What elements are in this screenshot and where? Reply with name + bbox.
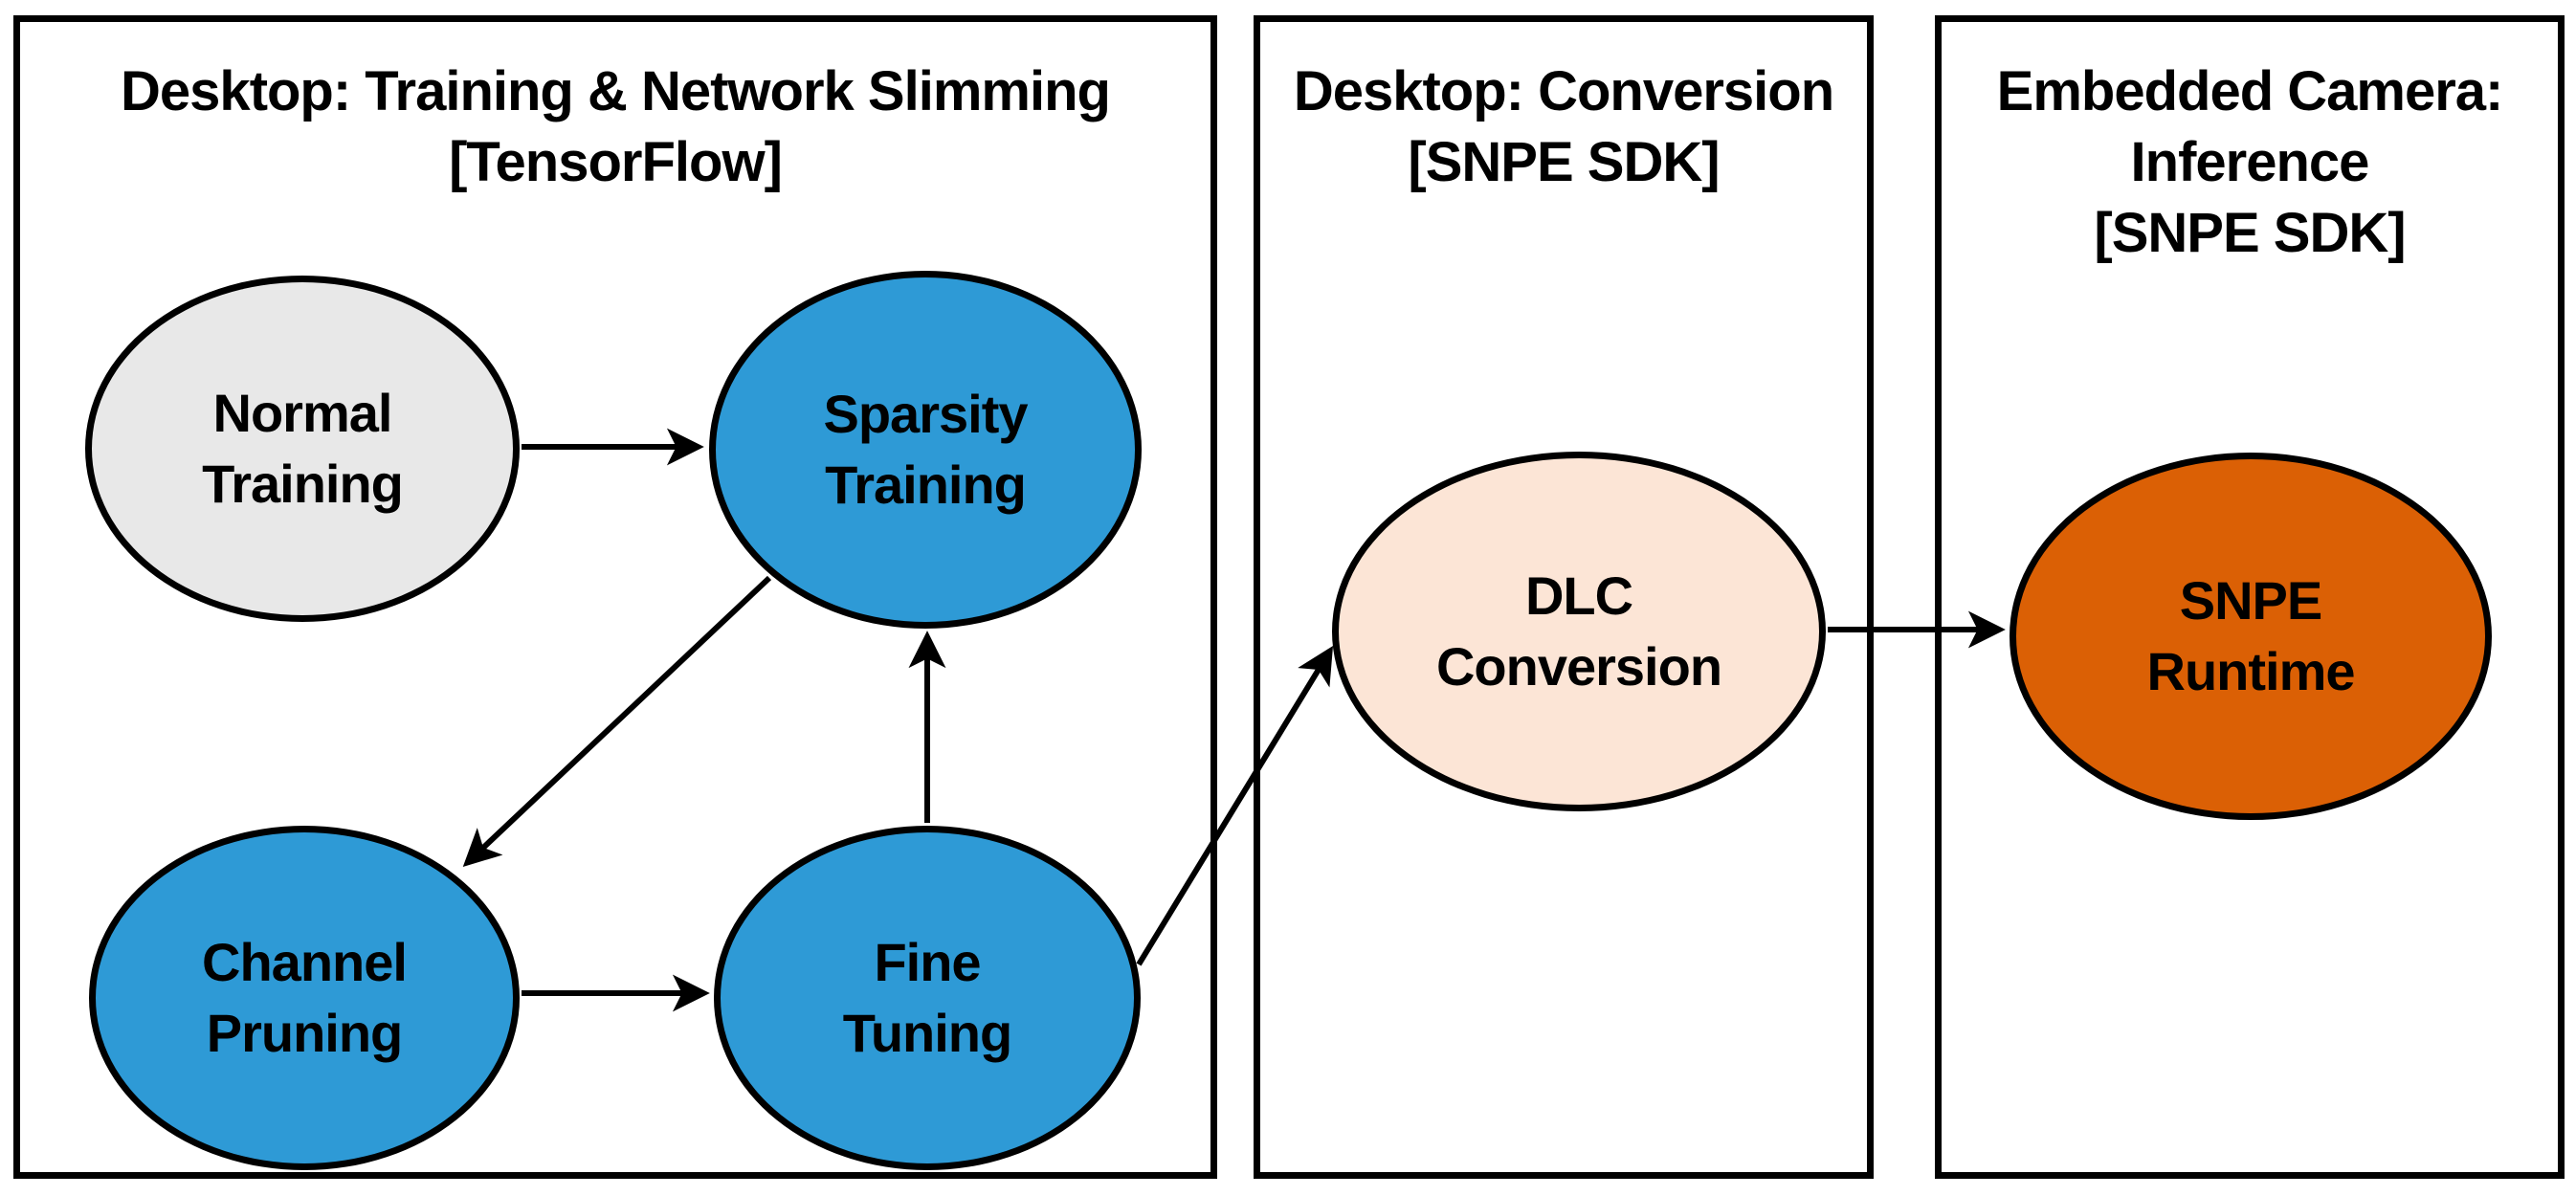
panel-conversion-title: Desktop: Conversion [SNPE SDK] xyxy=(1260,56,1867,198)
node-snpe-runtime: SNPE Runtime xyxy=(2010,453,2492,820)
panel-training-title: Desktop: Training & Network Slimming [Te… xyxy=(20,56,1210,198)
panel-inference-title: Embedded Camera: Inference [SNPE SDK] xyxy=(1942,56,2558,270)
node-snpe-runtime-label-line1: SNPE xyxy=(2179,569,2322,631)
node-channel-pruning: Channel Pruning xyxy=(89,826,520,1170)
node-normal-training: Normal Training xyxy=(85,276,520,622)
node-fine-tuning: Fine Tuning xyxy=(714,826,1141,1170)
panel-training-title-line2: [TensorFlow] xyxy=(449,131,783,194)
panel-conversion-title-line2: [SNPE SDK] xyxy=(1408,131,1720,194)
node-channel-pruning-label-line1: Channel xyxy=(202,931,408,992)
node-normal-training-label-line2: Training xyxy=(202,454,404,514)
panel-inference-title-line3: [SNPE SDK] xyxy=(2094,202,2406,265)
node-dlc-conversion-label-line1: DLC xyxy=(1524,565,1633,626)
node-dlc-conversion: DLC Conversion xyxy=(1332,452,1826,811)
node-fine-tuning-label-line2: Tuning xyxy=(842,1003,1012,1063)
node-channel-pruning-label-line2: Pruning xyxy=(206,1003,404,1063)
node-fine-tuning-label-line1: Fine xyxy=(874,931,981,992)
node-sparsity-training: Sparsity Training xyxy=(709,271,1142,629)
panel-inference-title-line2: Inference xyxy=(2130,131,2370,194)
node-sparsity-training-label-line2: Training xyxy=(825,454,1027,515)
panel-conversion-title-line1: Desktop: Conversion xyxy=(1293,60,1834,122)
node-snpe-runtime-label-line2: Runtime xyxy=(2146,641,2356,701)
panel-training-title-line1: Desktop: Training & Network Slimming xyxy=(121,60,1111,122)
node-sparsity-training-label-line1: Sparsity xyxy=(823,383,1029,444)
panel-inference-title-line1: Embedded Camera: xyxy=(1996,60,2504,122)
node-dlc-conversion-label-line2: Conversion xyxy=(1435,636,1722,697)
node-normal-training-label-line1: Normal xyxy=(212,382,393,443)
